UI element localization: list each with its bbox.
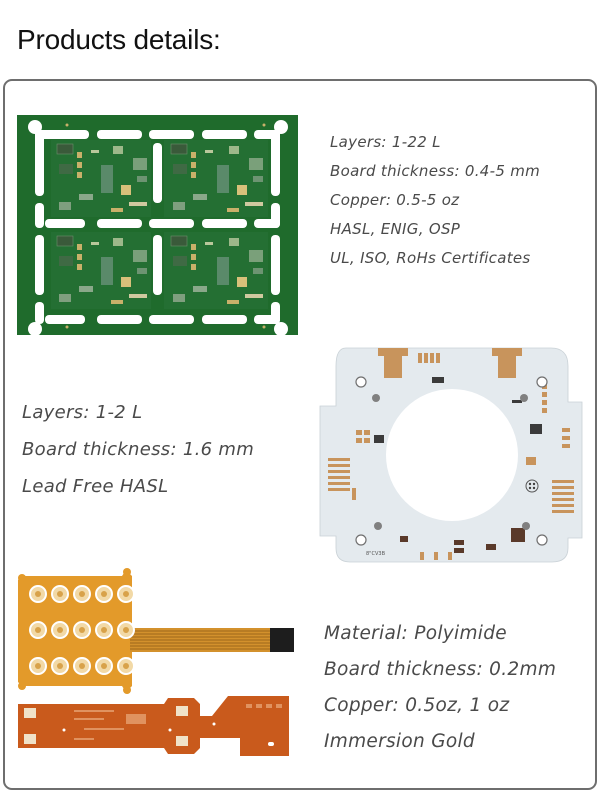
flexible-pcb-specs: Material: Polyimide Board thickness: 0.2… [324, 616, 556, 760]
spec-certificates: UL, ISO, RoHs Certificates [330, 249, 531, 267]
svg-text:8"CV3B: 8"CV3B [366, 551, 386, 557]
spec-surface-finish: Lead Free HASL [22, 476, 169, 497]
white-aluminum-pcb-image: 8"CV3B [316, 340, 586, 565]
spec-layers: Layers: 1-2 L [22, 402, 143, 423]
spec-layers: Layers: 1-22 L [330, 133, 441, 151]
spec-copper: Copper: 0.5oz, 1 oz [324, 695, 510, 716]
spec-board-thickness: Board thickness: 0.4-5 mm [330, 162, 541, 180]
spec-board-thickness: Board thickness: 1.6 mm [22, 439, 255, 460]
spec-surface-finish: Immersion Gold [324, 731, 475, 752]
spec-copper: Copper: 0.5-5 oz [330, 191, 460, 209]
spec-material: Material: Polyimide [324, 623, 507, 644]
multilayer-pcb-specs: Layers: 1-22 L Board thickness: 0.4-5 mm… [330, 128, 540, 273]
spec-board-thickness: Board thickness: 0.2mm [324, 659, 557, 680]
spec-surface-finish: HASL, ENIG, OSP [330, 220, 461, 238]
flex-polyimide-pcb-image [14, 568, 304, 758]
aluminum-pcb-specs: Layers: 1-2 L Board thickness: 1.6 mm Le… [22, 394, 254, 505]
page-title: Products details: [17, 24, 221, 55]
green-multilayer-pcb-image [17, 115, 298, 335]
